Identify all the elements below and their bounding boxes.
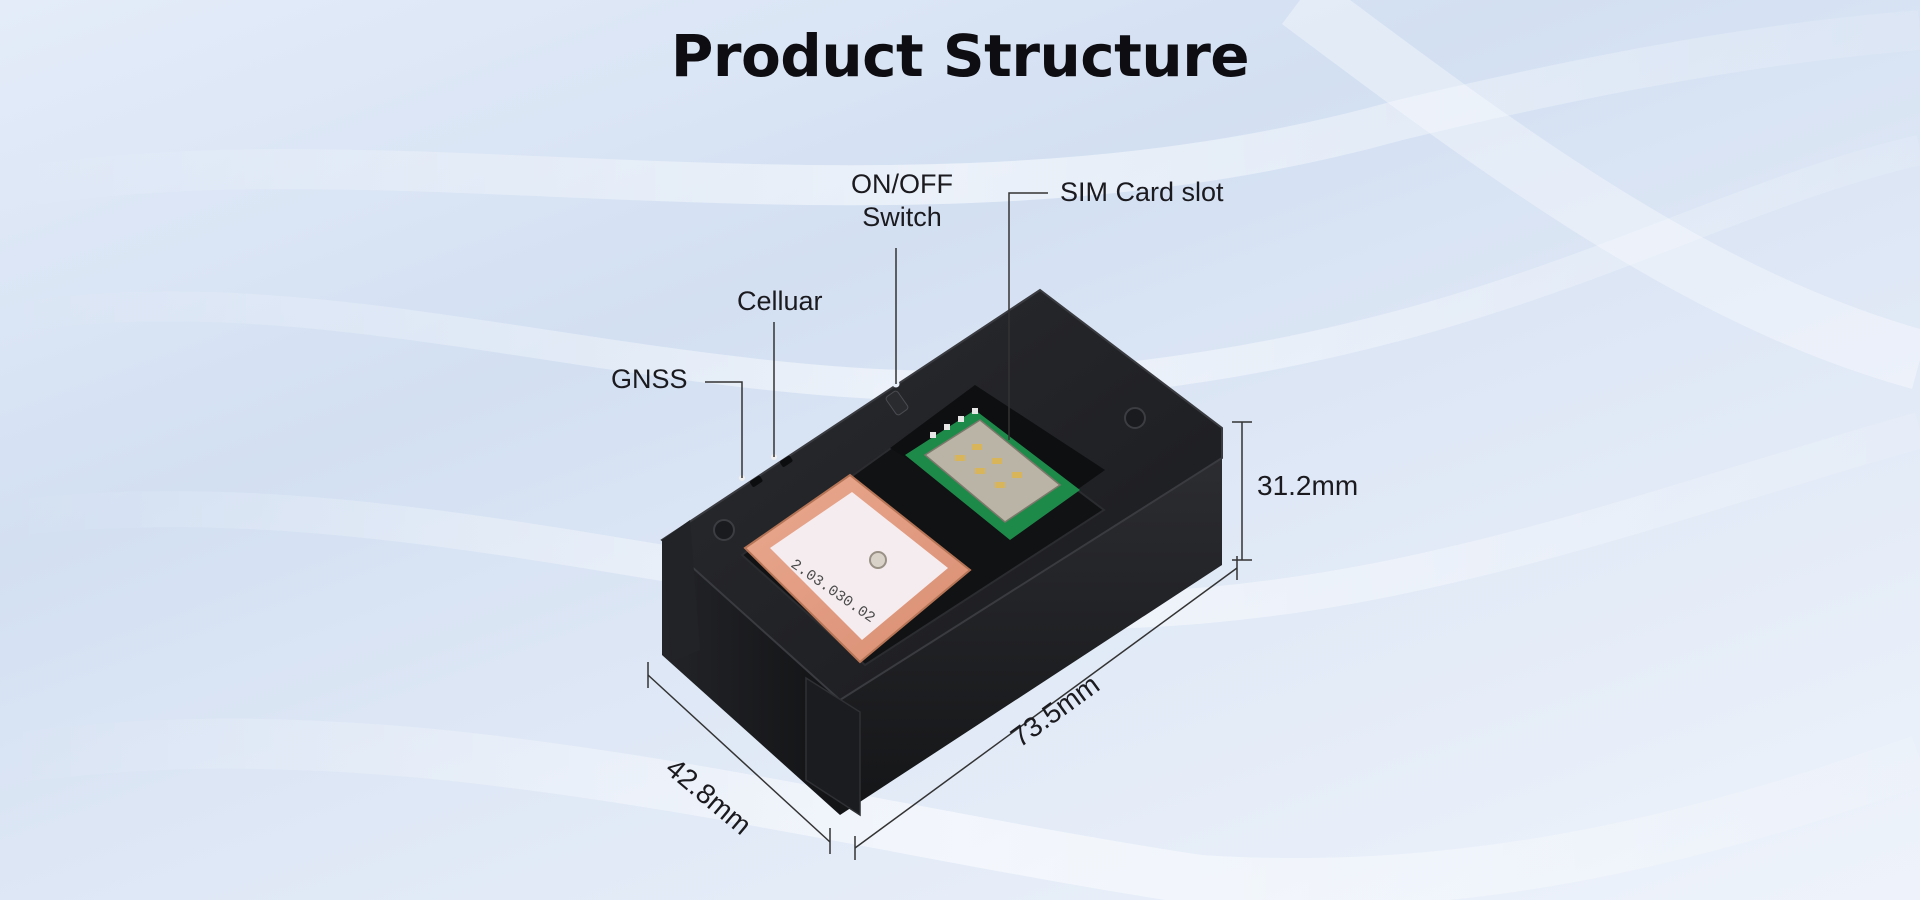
sim-leader [1008,192,1048,440]
switch-label-line2: Switch [862,202,942,232]
screw-left [713,519,735,541]
gnss-label: GNSS [611,364,688,394]
device-left-face [662,540,840,815]
switch-label: ON/OFF Switch [840,168,964,234]
page-title: Product Structure [670,22,1250,90]
gnss-leader [705,381,743,478]
switch-label-line1: ON/OFF [851,169,953,199]
sim-card-slot [905,408,1080,540]
sim-label: SIM Card slot [1060,177,1224,207]
device-front-face [840,458,1222,815]
screw-right [1124,407,1146,429]
height-dimension: 31.2mm [1257,470,1359,501]
length-dim-line [854,567,1238,849]
cellular-label: Celluar [737,286,823,316]
width-dim-line [647,674,831,843]
